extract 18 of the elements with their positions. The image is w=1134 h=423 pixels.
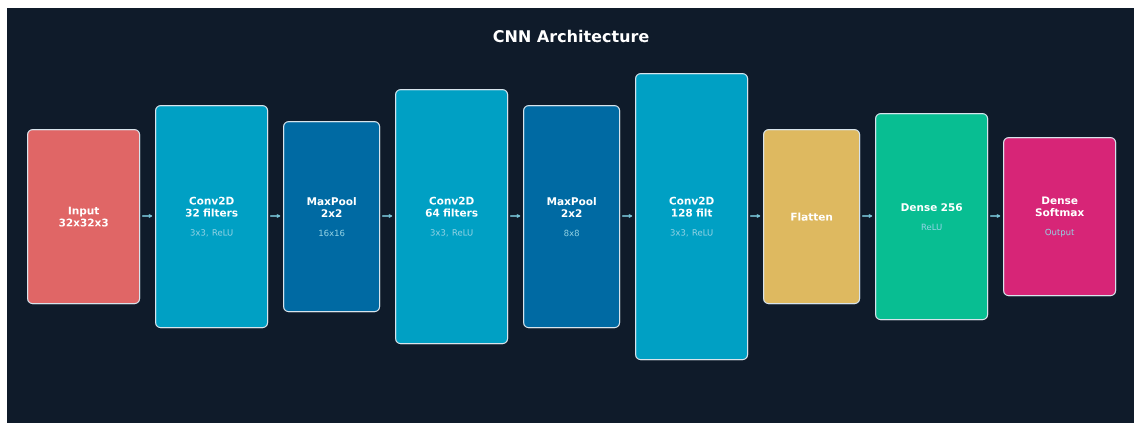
arrow — [621, 214, 633, 218]
arrow — [749, 214, 761, 218]
title: CNN Architecture — [493, 29, 649, 43]
layer-box: Dense 256 ReLU — [875, 113, 989, 321]
layer-box: Conv2D 32 filters 3x3, ReLU — [155, 105, 269, 329]
arrow — [381, 214, 393, 218]
arrow — [141, 214, 153, 218]
layer-box: Conv2D 128 filt 3x3, ReLU — [635, 73, 749, 361]
layer-box: MaxPool 2x2 16x16 — [283, 121, 381, 313]
layer-box: Flatten — [763, 129, 861, 305]
arrow — [989, 214, 1001, 218]
arrow — [269, 214, 281, 218]
arrow — [861, 214, 873, 218]
arrow — [509, 214, 521, 218]
layer-box: MaxPool 2x2 8x8 — [523, 105, 621, 329]
layer-box: Conv2D 64 filters 3x3, ReLU — [395, 89, 509, 345]
layer-box: Input 32x32x3 — [27, 129, 141, 305]
layer-box: Dense Softmax Output — [1003, 137, 1117, 297]
